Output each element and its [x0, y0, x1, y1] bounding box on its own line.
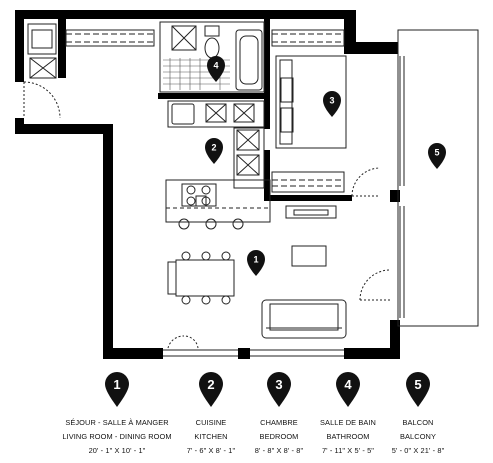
- wall-left-lower: [103, 124, 113, 359]
- room-name-fr: SÉJOUR - SALLE À MANGER: [65, 418, 169, 427]
- map-pin-icon: 5: [406, 372, 430, 407]
- map-pin-icon: 2: [199, 372, 223, 407]
- room-dimensions: 7' - 11" X 5' - 5": [321, 446, 375, 455]
- room-markers: 1 2 3 4 5: [205, 56, 446, 276]
- svg-text:3: 3: [275, 377, 282, 392]
- wall-bed-bottom: [264, 195, 352, 201]
- wall-bed-left: [264, 150, 270, 200]
- marker-3: 3: [323, 91, 341, 117]
- room-name-fr: CUISINE: [195, 418, 227, 427]
- wall-top-right-corner: [344, 10, 356, 54]
- wall-bath-bottom: [158, 93, 268, 99]
- room-name-en: BATHROOM: [326, 432, 370, 441]
- sink: [171, 25, 197, 51]
- marker-1: 1: [247, 250, 265, 276]
- wall-closet: [58, 10, 66, 78]
- svg-text:1: 1: [253, 255, 258, 265]
- balcony: [397, 29, 479, 327]
- room-name-en: LIVING ROOM - DINING ROOM: [62, 432, 172, 441]
- wall-bottom-mid: [238, 348, 250, 359]
- room-name-fr: SALLE DE BAIN: [320, 418, 376, 427]
- wall-right-low: [390, 320, 400, 359]
- marker-4: 4: [207, 56, 225, 82]
- room-name-en: KITCHEN: [194, 432, 228, 441]
- room-name-fr: CHAMBRE: [260, 418, 298, 427]
- svg-text:2: 2: [211, 143, 216, 153]
- room-name-en: BEDROOM: [259, 432, 299, 441]
- wall-left-stub: [15, 118, 24, 128]
- cooktop-back: [205, 103, 227, 123]
- wall-step: [15, 124, 113, 134]
- svg-text:5: 5: [434, 148, 439, 158]
- marker-2: 2: [205, 138, 223, 164]
- fixtures: [23, 21, 479, 357]
- room-dimensions: 5' - 0" X 21' - 8": [391, 446, 445, 455]
- walls: [15, 10, 400, 359]
- map-pin-icon: 4: [336, 372, 360, 407]
- fridge: [171, 103, 195, 125]
- svg-text:1: 1: [113, 377, 120, 392]
- wall-left-upper: [15, 10, 24, 82]
- room-name-fr: BALCON: [402, 418, 434, 427]
- room-dimensions: 7' - 6" X 8' - 1": [186, 446, 236, 455]
- svg-text:3: 3: [329, 96, 334, 106]
- svg-text:4: 4: [213, 61, 218, 71]
- room-dimensions: 20' - 1" X 10' - 1": [88, 446, 146, 455]
- wall-top: [15, 10, 355, 19]
- legend-item-balcony: 5 BALCON BALCONY 5' - 0" X 21' - 8": [353, 372, 483, 458]
- wall-right-mid: [390, 190, 400, 202]
- map-pin-icon: 3: [267, 372, 291, 407]
- washer: [27, 23, 57, 55]
- wall-bath-bed: [264, 19, 270, 129]
- svg-text:4: 4: [344, 377, 352, 392]
- map-pin-icon: 1: [105, 372, 129, 407]
- svg-text:5: 5: [414, 377, 421, 392]
- legend-item-kitchen: 2 CUISINE KITCHEN 7' - 6" X 8' - 1": [146, 372, 276, 458]
- marker-5: 5: [428, 143, 446, 169]
- wall-bottom-right: [344, 348, 399, 359]
- legend-item-living: 1 SÉJOUR - SALLE À MANGER LIVING ROOM - …: [52, 372, 182, 458]
- room-dimensions: 8' - 8" X 8' - 8": [254, 446, 304, 455]
- bathtub: [235, 29, 263, 91]
- wall-bottom-left: [103, 348, 163, 359]
- legend-item-bedroom: 3 CHAMBRE BEDROOM 8' - 8" X 8' - 8": [214, 372, 344, 458]
- wall-right-return: [356, 42, 398, 54]
- bed: [275, 55, 347, 149]
- room-name-en: BALCONY: [399, 432, 437, 441]
- legend-item-bathroom: 4 SALLE DE BAIN BATHROOM 7' - 11" X 5' -…: [283, 372, 413, 458]
- sofa: [261, 299, 347, 339]
- svg-text:2: 2: [207, 377, 214, 392]
